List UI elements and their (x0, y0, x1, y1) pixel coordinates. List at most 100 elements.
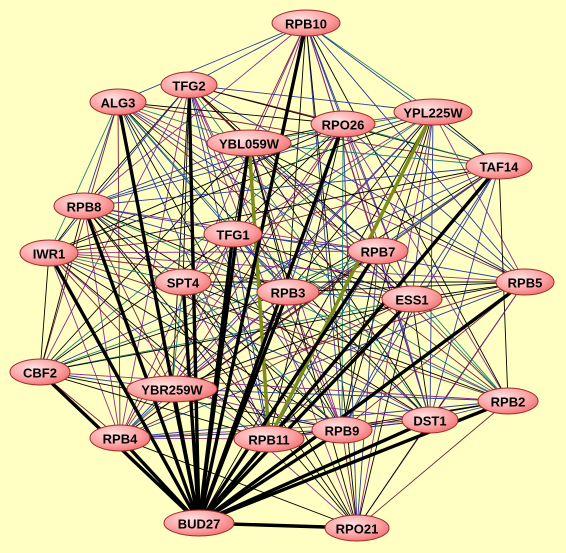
node-label: YPL225W (403, 106, 463, 121)
node-label: RPB9 (325, 424, 360, 439)
node-label: RPO21 (336, 522, 379, 537)
edge-ypl225w-iwr1 (48, 111, 434, 254)
node-rpb11[interactable]: RPB11 (233, 425, 305, 453)
edge-thick-bud27-rpb3 (197, 291, 290, 524)
node-alg3[interactable]: ALG3 (89, 88, 147, 116)
node-ypl225w[interactable]: YPL225W (393, 98, 473, 126)
node-label: TFG2 (172, 79, 205, 94)
node-spt4[interactable]: SPT4 (154, 268, 212, 296)
edge-ypl225w-rpb9 (341, 111, 434, 431)
node-ess1[interactable]: ESS1 (381, 285, 443, 313)
node-label: ALG3 (101, 96, 136, 111)
edge-taf14-tfg1 (232, 165, 500, 235)
node-ybr259w[interactable]: YBR259W (126, 375, 218, 403)
node-shape (89, 424, 151, 452)
edge-rpb5-rpb9 (341, 281, 526, 431)
node-label: RPB2 (491, 395, 526, 410)
node-taf14[interactable]: TAF14 (465, 152, 533, 180)
edge-rpb7-ybr259w (171, 250, 379, 390)
edge-tfg1-rpb4 (119, 233, 234, 439)
edge-taf14-ess1 (411, 165, 500, 300)
edge-rpb7-rpb9 (341, 250, 379, 431)
edge-thick-bud27-rpb8 (82, 205, 201, 524)
node-shape (203, 220, 263, 248)
node-label: RPB10 (285, 17, 327, 32)
node-tfg1[interactable]: TFG1 (203, 220, 263, 248)
edge-rpb8-rpb9 (83, 205, 343, 431)
node-rpb4[interactable]: RPB4 (89, 424, 151, 452)
node-rpo26[interactable]: RPO26 (310, 110, 376, 138)
node-rpb7[interactable]: RPB7 (347, 237, 409, 265)
edge-taf14-iwr1 (48, 165, 500, 254)
node-dst1[interactable]: DST1 (401, 406, 459, 434)
edge-rpb2-rpo21 (356, 400, 509, 529)
edge-rpo26-rpb8 (83, 123, 344, 207)
edge-rpb10-rpb2 (305, 22, 509, 402)
edge-alg3-rpb8 (83, 101, 119, 207)
node-shape (311, 416, 373, 444)
node-rpb10[interactable]: RPB10 (271, 9, 341, 37)
node-label: RPB7 (361, 245, 396, 260)
edge-rpb10-rpo21 (305, 22, 358, 529)
node-rpb9[interactable]: RPB9 (311, 416, 373, 444)
edge-tfg2-ypl225w (188, 84, 434, 113)
edge-alg3-rpb5 (117, 101, 526, 283)
edge-ybl059w-rpb5 (248, 142, 526, 283)
edge-ybl059w-cbf2 (39, 142, 250, 373)
edge-ess1-rpb4 (119, 298, 413, 439)
node-shape (256, 278, 320, 306)
node-bud27[interactable]: BUD27 (163, 509, 235, 537)
edge-tfg1-ybr259w (171, 233, 234, 390)
edge-rpb8-dst1 (83, 205, 431, 421)
node-shape (310, 110, 376, 138)
node-tfg2[interactable]: TFG2 (160, 71, 218, 99)
node-shape (163, 509, 235, 537)
edge-ypl225w-spt4 (182, 111, 434, 283)
node-shape (271, 9, 341, 37)
node-label: BUD27 (178, 517, 221, 532)
node-shape (495, 268, 555, 296)
node-label: RPB11 (248, 433, 289, 448)
edge-thick-bud27-spt4 (181, 281, 201, 524)
edge-alg3-dst1 (117, 101, 431, 421)
edge-rpb7-rpb2 (377, 250, 509, 402)
edge-thick-bud27-rpb10 (197, 22, 308, 524)
node-cbf2[interactable]: CBF2 (9, 358, 71, 386)
node-rpo21[interactable]: RPO21 (324, 514, 390, 542)
edge-tfg2-rpb8 (83, 84, 190, 207)
node-shape (206, 129, 292, 157)
node-ybl059w[interactable]: YBL059W (206, 129, 292, 157)
edge-ess1-cbf2 (39, 298, 413, 373)
edge-tfg2-ess1 (188, 84, 413, 300)
edge-rpb10-ybl059w (248, 22, 307, 144)
edge-ypl225w-ybr259w (171, 111, 434, 390)
node-label: SPT4 (167, 276, 200, 291)
edge-rpb8-rpb5 (83, 205, 526, 283)
node-rpb8[interactable]: RPB8 (53, 192, 115, 220)
node-label: RPB5 (508, 276, 543, 291)
node-iwr1[interactable]: IWR1 (19, 239, 79, 267)
edge-rpb10-ypl225w (305, 22, 434, 113)
edge-thick-bud27-ybr259w (170, 388, 201, 524)
edge-rpb9-rpo21 (341, 429, 358, 529)
edge-alg3-rpb7 (117, 101, 379, 252)
edge-tfg2-rpb4 (119, 84, 190, 439)
node-rpb2[interactable]: RPB2 (477, 387, 539, 415)
edge-alg3-iwr1 (48, 101, 119, 254)
node-label: YBL059W (219, 137, 280, 152)
edge-ypl225w-rpb7 (377, 111, 434, 252)
edge-iwr1-cbf2 (39, 252, 50, 373)
node-shape (381, 285, 443, 313)
node-label: DST1 (413, 414, 446, 429)
edge-alg3-taf14 (117, 101, 500, 167)
edge-iwr1-rpb2 (48, 252, 509, 402)
node-label: ESS1 (395, 293, 428, 308)
node-rpb3[interactable]: RPB3 (256, 278, 320, 306)
node-label: TFG1 (216, 228, 249, 243)
edge-rpb2-rpb11 (268, 400, 509, 440)
edge-tfg2-iwr1 (48, 84, 190, 254)
node-rpb5[interactable]: RPB5 (495, 268, 555, 296)
edge-alg3-rpo26 (117, 101, 344, 125)
node-shape (9, 358, 71, 386)
